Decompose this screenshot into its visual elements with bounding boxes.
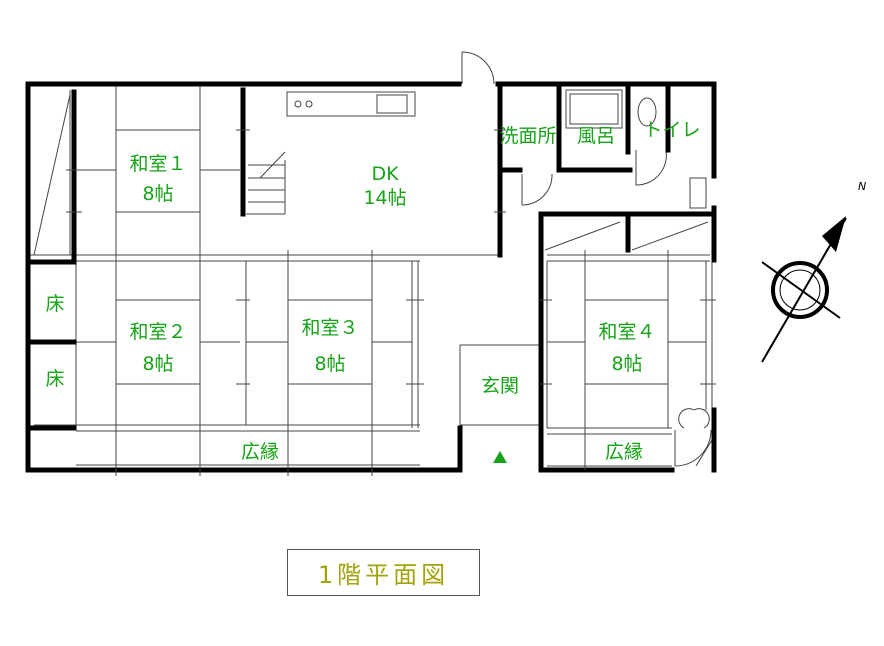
dk-size: 14帖 (363, 187, 406, 209)
senmenjo-name: 洗面所 (499, 125, 556, 147)
toko2-name: 床 (45, 368, 64, 390)
walls (25, 81, 717, 473)
compass-icon: N (761, 180, 866, 363)
toilet-name: トイレ (643, 119, 700, 141)
tick-marks (66, 86, 716, 476)
washitsu3-name: 和室３ (301, 317, 358, 339)
furo-name: 風呂 (577, 125, 615, 147)
genkan-name: 玄関 (481, 375, 519, 397)
washitsu3-size: 8帖 (314, 353, 345, 375)
washitsu4-size: 8帖 (611, 353, 642, 375)
compass-north-label: N (858, 180, 866, 193)
toko1-name: 床 (45, 293, 64, 315)
washitsu2-size: 8帖 (142, 353, 173, 375)
washitsu1-size: 8帖 (142, 183, 173, 205)
room-labels: 和室１ 8帖 DK 14帖 洗面所 風呂 トイレ 床 床 和室２ 8帖 和室３ … (45, 119, 700, 463)
washitsu2-name: 和室２ (129, 321, 186, 343)
plan-title-box: 1階平面図 (287, 549, 480, 596)
detail-lines (30, 51, 713, 472)
dk-name: DK (371, 163, 399, 185)
hiroen1-name: 広縁 (241, 441, 279, 463)
plan-title: 1階平面図 (317, 561, 450, 589)
entrance-triangle-icon (493, 451, 507, 463)
washitsu1-name: 和室１ (129, 153, 186, 175)
hiroen2-name: 広縁 (605, 441, 643, 463)
washitsu4-name: 和室４ (598, 321, 655, 343)
